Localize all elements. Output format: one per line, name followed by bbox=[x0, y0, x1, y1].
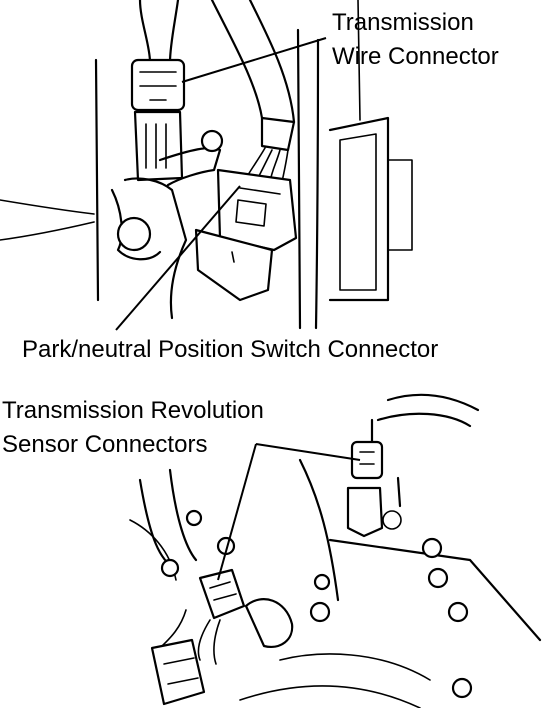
label-revolution-sensor-connectors-line2: Sensor Connectors bbox=[2, 431, 208, 458]
leader-line-revolution-sensor-lower bbox=[217, 443, 257, 581]
leader-line-revolution-sensor-upper bbox=[255, 443, 361, 461]
leader-line-park-neutral bbox=[115, 185, 241, 331]
revolution-sensor-connector-lower bbox=[198, 568, 246, 620]
label-transmission-wire-connector-line2: Wire Connector bbox=[332, 43, 499, 70]
label-park-neutral-switch-connector: Park/neutral Position Switch Connector bbox=[22, 336, 439, 363]
transmission-wire-connector-mate bbox=[133, 110, 184, 182]
revolution-sensor-connector-upper bbox=[350, 440, 384, 480]
transmission-wire-connector bbox=[130, 58, 186, 112]
label-transmission-wire-connector-line1: Transmission bbox=[332, 9, 474, 36]
leader-line-transmission-wire bbox=[181, 37, 327, 83]
label-revolution-sensor-connectors-line1: Transmission Revolution bbox=[2, 397, 264, 424]
